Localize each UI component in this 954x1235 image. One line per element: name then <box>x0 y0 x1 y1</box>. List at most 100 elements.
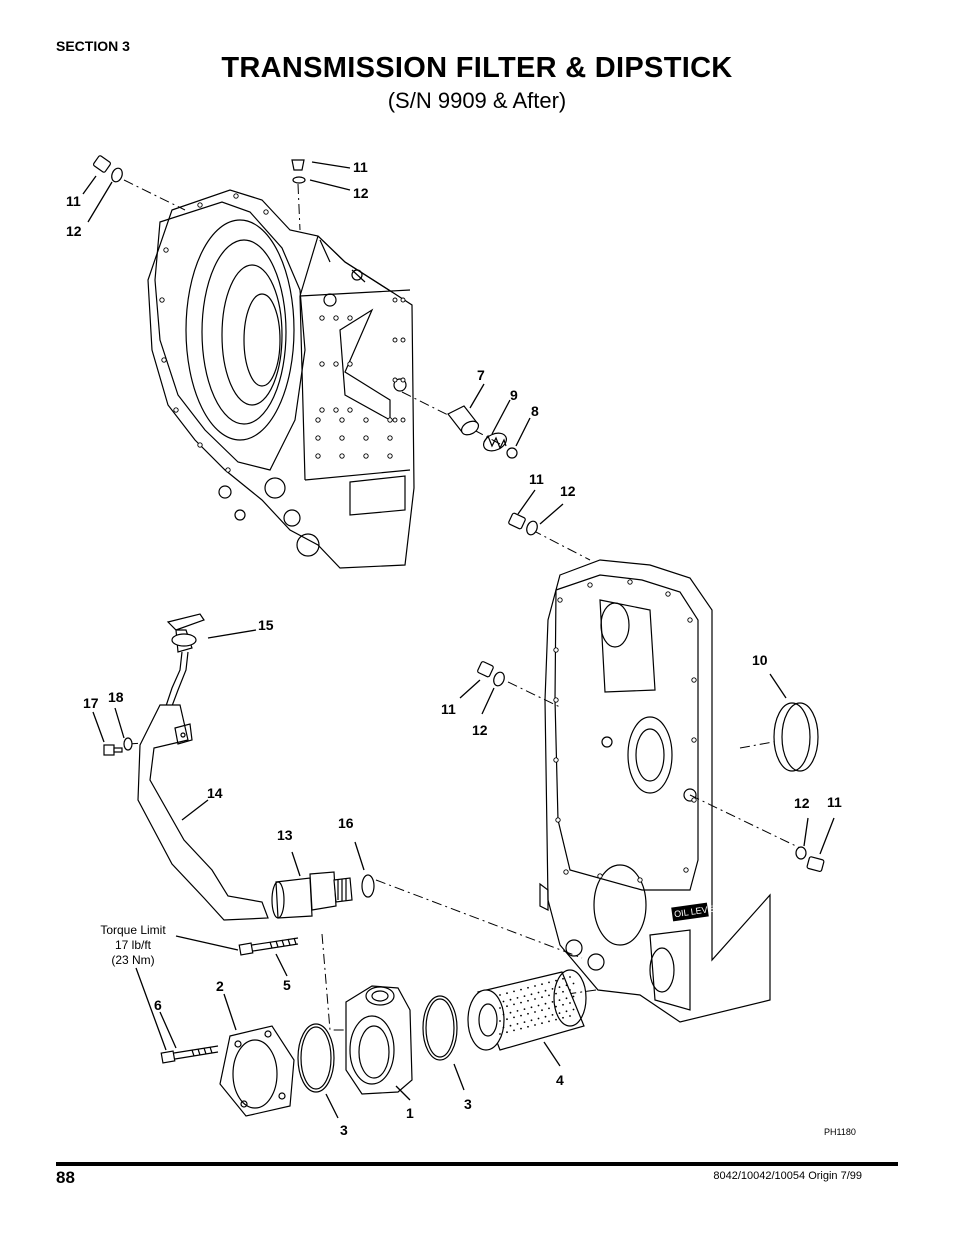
filter-mesh-dot <box>499 1020 501 1022</box>
bolt-hole <box>387 453 393 459</box>
plug-11-left-cover <box>477 661 505 687</box>
filter-mesh-dot <box>551 1001 554 1003</box>
filter-mesh-dot <box>523 995 526 997</box>
cover-bolt-holes <box>553 579 697 883</box>
bolt-hole <box>347 361 353 367</box>
filter-mesh-dot <box>534 1024 536 1026</box>
filter-mesh-dot <box>555 1005 557 1008</box>
filter-mesh-dot <box>502 1000 505 1003</box>
filter-mesh-dot <box>502 1013 505 1016</box>
bolt-hole <box>339 435 345 441</box>
bolt-17 <box>103 744 123 756</box>
bolt-hole <box>315 453 321 459</box>
transmission-side-cover: OIL LEVEL <box>539 559 771 1023</box>
bolt-hole <box>392 337 398 343</box>
callout-8: 8 <box>531 403 539 419</box>
callout-9: 9 <box>510 387 518 403</box>
filter-mesh-dot <box>513 1029 515 1032</box>
bolt-hole <box>363 417 369 423</box>
callout-6: 6 <box>154 997 162 1013</box>
bolt-hole <box>553 647 559 653</box>
torque-note: Torque Limit 17 lb/ft (23 Nm) <box>100 923 166 967</box>
cover-2 <box>219 1025 295 1117</box>
filter-mesh-dot <box>572 982 575 985</box>
filter-mesh-dot <box>509 1024 512 1027</box>
fitting-13 <box>271 871 353 919</box>
o-ring-3-right <box>422 995 458 1061</box>
filter-mesh-dot <box>513 990 515 993</box>
page-title: TRANSMISSION FILTER & DIPSTICK <box>221 52 733 84</box>
filter-mesh-dot <box>569 976 571 978</box>
bolt-hole <box>363 453 369 459</box>
dipstick-tube-14 <box>137 704 269 921</box>
callout-7: 7 <box>477 367 485 383</box>
bolt-hole <box>627 579 633 585</box>
callout-11: 11 <box>529 471 544 487</box>
housing-bolt-holes <box>159 193 406 473</box>
callout-15: 15 <box>258 617 274 633</box>
bolt-6 <box>160 1045 219 1064</box>
bolt-hole <box>347 407 353 413</box>
bolt-hole <box>691 677 697 683</box>
filter-mesh-dot <box>513 1003 515 1006</box>
filter-mesh-dot <box>520 1001 522 1004</box>
filter-mesh-dot <box>499 994 501 996</box>
page-subtitle: (S/N 9909 & After) <box>387 88 567 113</box>
bolt-hole <box>225 467 231 473</box>
filter-mesh-dot <box>527 1025 529 1028</box>
plug-11-top-left <box>93 155 123 183</box>
filter-mesh-dot <box>565 984 568 987</box>
spring-9 <box>483 432 507 452</box>
bolt-hole <box>400 417 406 423</box>
bolt-hole <box>557 597 563 603</box>
section-label: SECTION 3 <box>56 38 130 54</box>
filter-mesh-dot <box>558 999 561 1001</box>
filter-head-1 <box>345 985 413 1095</box>
filter-mesh-dot <box>530 1019 533 1022</box>
filter-mesh-dot <box>541 1022 543 1025</box>
filter-mesh-dot <box>569 1002 571 1004</box>
filter-mesh-dot <box>537 991 540 994</box>
filter-mesh-dot <box>558 986 561 988</box>
filter-mesh-dot <box>509 998 512 1001</box>
bolt-hole <box>263 209 269 215</box>
bolt-hole <box>392 417 398 423</box>
filter-mesh-dot <box>548 994 550 997</box>
page-number: 88 <box>56 1168 75 1187</box>
filter-mesh-dot <box>499 1007 501 1009</box>
callout-4: 4 <box>556 1072 564 1088</box>
torque-note-line: Torque Limit <box>100 923 166 937</box>
bolt-hole <box>555 817 561 823</box>
bolt-hole <box>339 453 345 459</box>
callout-13: 13 <box>277 827 293 843</box>
callout-11: 11 <box>353 159 368 175</box>
bolt-hole <box>197 202 203 208</box>
callout-11: 11 <box>66 193 81 209</box>
bolt-hole <box>563 869 569 875</box>
filter-mesh-dot <box>527 986 529 989</box>
cap-10 <box>773 702 819 772</box>
bolt-hole <box>392 297 398 303</box>
bolt-hole <box>315 435 321 441</box>
o-ring-3-left <box>297 1023 335 1093</box>
bolt-hole <box>637 877 643 883</box>
filter-mesh-dot <box>516 1023 519 1025</box>
bolt-hole <box>319 315 325 321</box>
filter-mesh-dot <box>506 1018 508 1021</box>
bolt-5 <box>238 937 299 956</box>
callout-14: 14 <box>207 785 223 801</box>
bolt-hole <box>363 435 369 441</box>
filter-mesh-dot <box>506 1031 508 1034</box>
callout-2: 2 <box>216 978 224 994</box>
bolt-hole <box>387 435 393 441</box>
bolt-hole <box>400 297 406 303</box>
transmission-housing <box>147 189 415 569</box>
o-ring-16 <box>361 874 375 898</box>
plug-11-top-center <box>291 159 306 184</box>
filter-mesh-dot <box>523 1008 526 1010</box>
bolt-hole <box>339 417 345 423</box>
bolt-hole <box>159 297 165 303</box>
valve-7 <box>447 405 480 436</box>
filter-element-4 <box>467 969 587 1051</box>
filter-mesh-dot <box>565 997 568 1000</box>
